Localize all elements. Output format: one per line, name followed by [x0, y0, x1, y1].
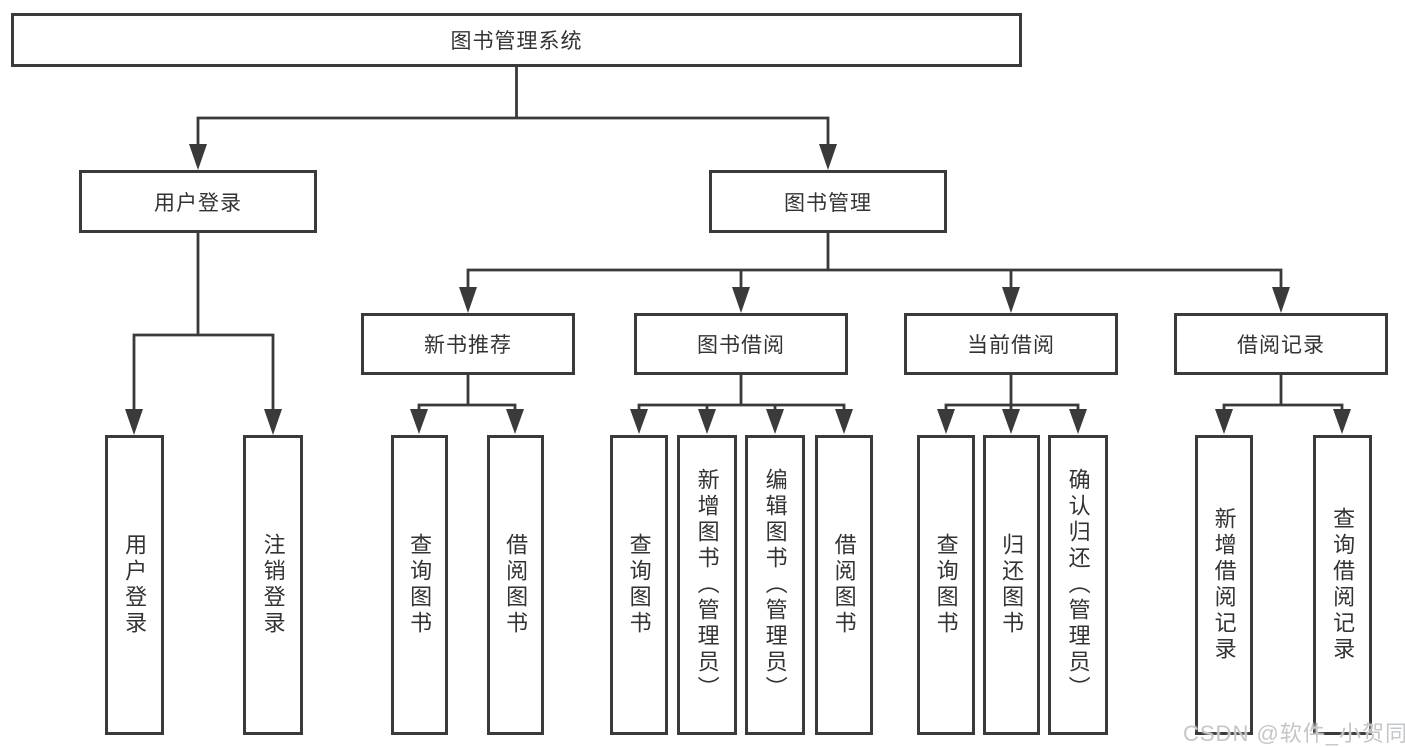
node-label: 新书推荐: [424, 334, 512, 357]
leaf-logout-login: 注销登录: [243, 435, 303, 735]
leaf-confirm-return-admin: 确认归还（管理员）: [1048, 435, 1108, 735]
connector-records-to-children: [1222, 375, 1344, 412]
node-label: 归还图书: [999, 533, 1025, 637]
node-label: 借阅记录: [1237, 334, 1325, 357]
leaf-borrow-books: 借阅图书: [487, 435, 544, 735]
csdn-watermark: CSDN @软件_小贺同学: [1183, 721, 1405, 746]
leaf-query-books: 查询图书: [391, 435, 448, 735]
leaf-borrow-books: 借阅图书: [815, 435, 873, 735]
leaf-query-books: 查询图书: [610, 435, 668, 735]
node-label: 借阅图书: [503, 533, 529, 637]
leaf-add-books-admin: 新增图书（管理员）: [677, 435, 737, 735]
node-label: 编辑图书（管理员）: [762, 468, 788, 702]
node-current-borrowing: 当前借阅: [904, 313, 1118, 375]
connector-root-to-level2: [196, 67, 830, 146]
connector-newbook-to-children: [417, 375, 517, 412]
leaf-edit-books-admin: 编辑图书（管理员）: [745, 435, 805, 735]
node-book-borrowing: 图书借阅: [634, 313, 848, 375]
node-label: 图书管理系统: [450, 30, 583, 53]
node-borrowing-records: 借阅记录: [1174, 313, 1388, 375]
node-label: 注销登录: [260, 533, 286, 637]
node-label: 借阅图书: [831, 533, 857, 637]
leaf-return-books: 归还图书: [983, 435, 1040, 735]
node-book-management: 图书管理: [709, 170, 947, 233]
leaf-query-books: 查询图书: [917, 435, 975, 735]
connector-borrowing-to-children: [637, 375, 846, 412]
node-label: 新增借阅记录: [1211, 507, 1237, 663]
node-label: 当前借阅: [967, 334, 1055, 357]
node-label: 用户登录: [122, 533, 148, 637]
node-label: 图书管理: [784, 191, 872, 215]
leaf-query-borrow-record: 查询借阅记录: [1313, 435, 1372, 735]
leaf-add-borrow-record: 新增借阅记录: [1195, 435, 1253, 735]
node-new-book-recommendation: 新书推荐: [361, 313, 575, 375]
node-root-system: 图书管理系统: [11, 13, 1022, 67]
connector-bookmgmt-to-level3: [466, 233, 1283, 289]
node-label: 查询图书: [407, 533, 433, 637]
leaf-user-login: 用户登录: [105, 435, 164, 735]
node-label: 查询图书: [933, 533, 959, 637]
connector-current-to-children: [944, 375, 1080, 412]
node-label: 查询图书: [626, 533, 652, 637]
connector-userlogin-to-children: [132, 233, 275, 411]
node-label: 确认归还（管理员）: [1065, 468, 1091, 702]
node-label: 用户登录: [154, 191, 242, 215]
node-user-login: 用户登录: [79, 170, 317, 233]
arrowheads: [125, 144, 1351, 435]
node-label: 查询借阅记录: [1330, 507, 1356, 663]
node-label: 新增图书（管理员）: [694, 468, 720, 702]
node-label: 图书借阅: [697, 334, 785, 357]
